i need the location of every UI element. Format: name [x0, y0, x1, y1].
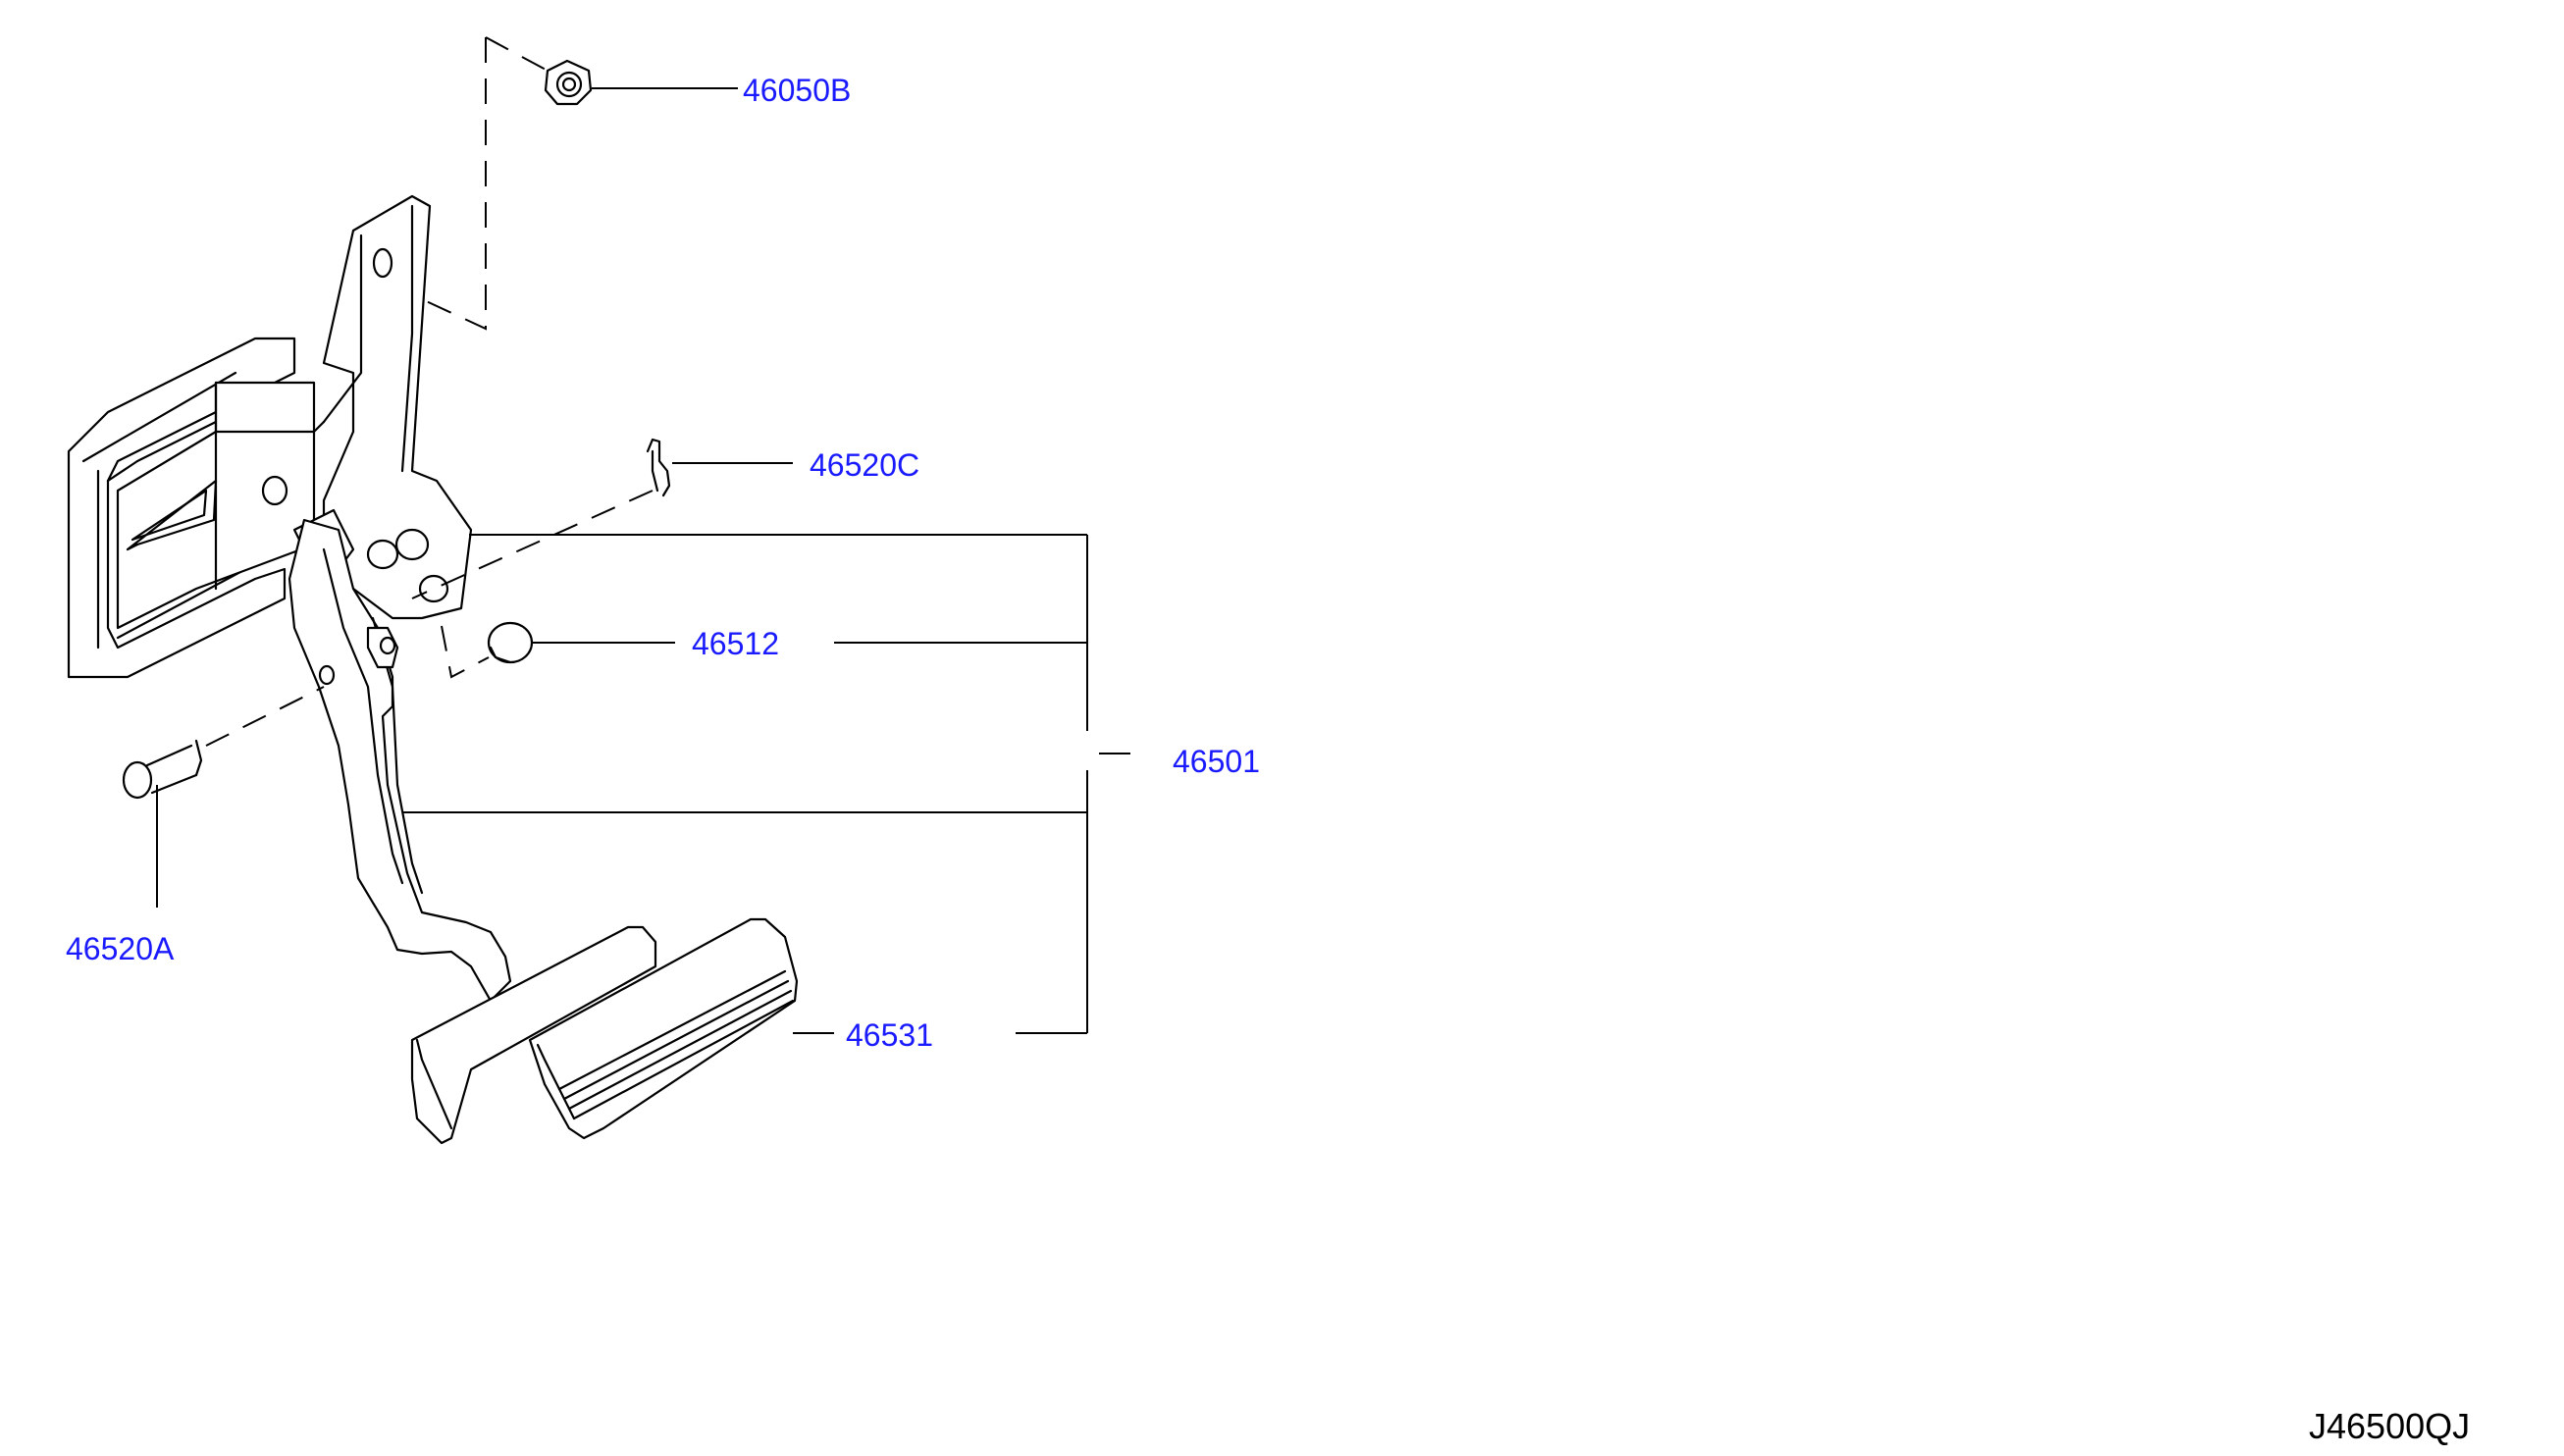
pedal-pad-rear: [410, 925, 657, 1145]
label-46520A: 46520A: [66, 931, 175, 966]
label-46531: 46531: [846, 1017, 933, 1053]
dashed-assembly-lines: [205, 36, 654, 747]
pedal-arm: [288, 518, 512, 1003]
label-46050B: 46050B: [743, 73, 851, 108]
label-46520C: 46520C: [810, 447, 919, 483]
clip-part: [646, 438, 671, 497]
label-46501: 46501: [1173, 744, 1260, 779]
part-labels: 46050B 46520C 46512 46501 46520A 46531: [66, 73, 1260, 1053]
label-46512: 46512: [692, 626, 779, 661]
pedal-pad-front: [528, 917, 799, 1140]
drawing-code: J46500QJ: [2309, 1406, 2470, 1446]
nut-part: [544, 59, 593, 106]
leader-lines: [156, 87, 1130, 1034]
stopper-part: [487, 621, 534, 664]
pedal-bracket: [67, 337, 316, 679]
pin-part: [122, 739, 203, 800]
